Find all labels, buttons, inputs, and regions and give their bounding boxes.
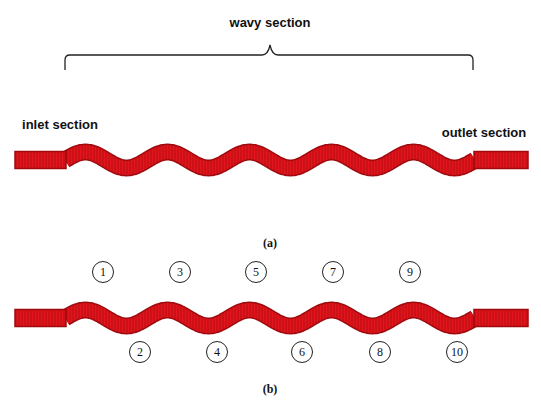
wavy-bracket [65,45,473,70]
callout-circle: 3 [169,261,191,283]
callout-number: 10 [451,346,463,358]
section-label: wavy section [230,16,311,29]
callout-number: 4 [214,346,220,358]
callout-circle: 4 [206,341,228,363]
tube-wall [65,152,475,168]
callout-number: 5 [253,266,259,278]
tube-wall [65,310,475,326]
callout-number: 3 [177,266,183,278]
callout-number: 7 [330,266,336,278]
callout-circle: 9 [399,261,421,283]
callout-circle: 2 [129,341,151,363]
callout-circle: 1 [92,261,114,283]
tube-b [15,310,528,327]
panel-label: (b) [263,383,278,395]
callout-number: 2 [137,346,143,358]
section-label: outlet section [442,126,527,139]
straight-section [15,152,66,169]
callout-number: 9 [407,266,413,278]
callout-circle: 10 [446,341,468,363]
callout-circle: 6 [291,341,313,363]
panel-label: (a) [263,237,277,249]
tube-a [15,152,528,169]
callout-circle: 5 [245,261,267,283]
tube-hatch [65,310,475,326]
straight-section [474,152,528,169]
callout-number: 1 [100,266,106,278]
callout-number: 6 [299,346,305,358]
callout-number: 8 [377,346,383,358]
callout-circle: 7 [322,261,344,283]
section-label: inlet section [22,118,98,131]
straight-section [15,310,66,327]
straight-section [474,310,528,327]
tube-hatch [65,152,475,168]
callout-circle: 8 [369,341,391,363]
